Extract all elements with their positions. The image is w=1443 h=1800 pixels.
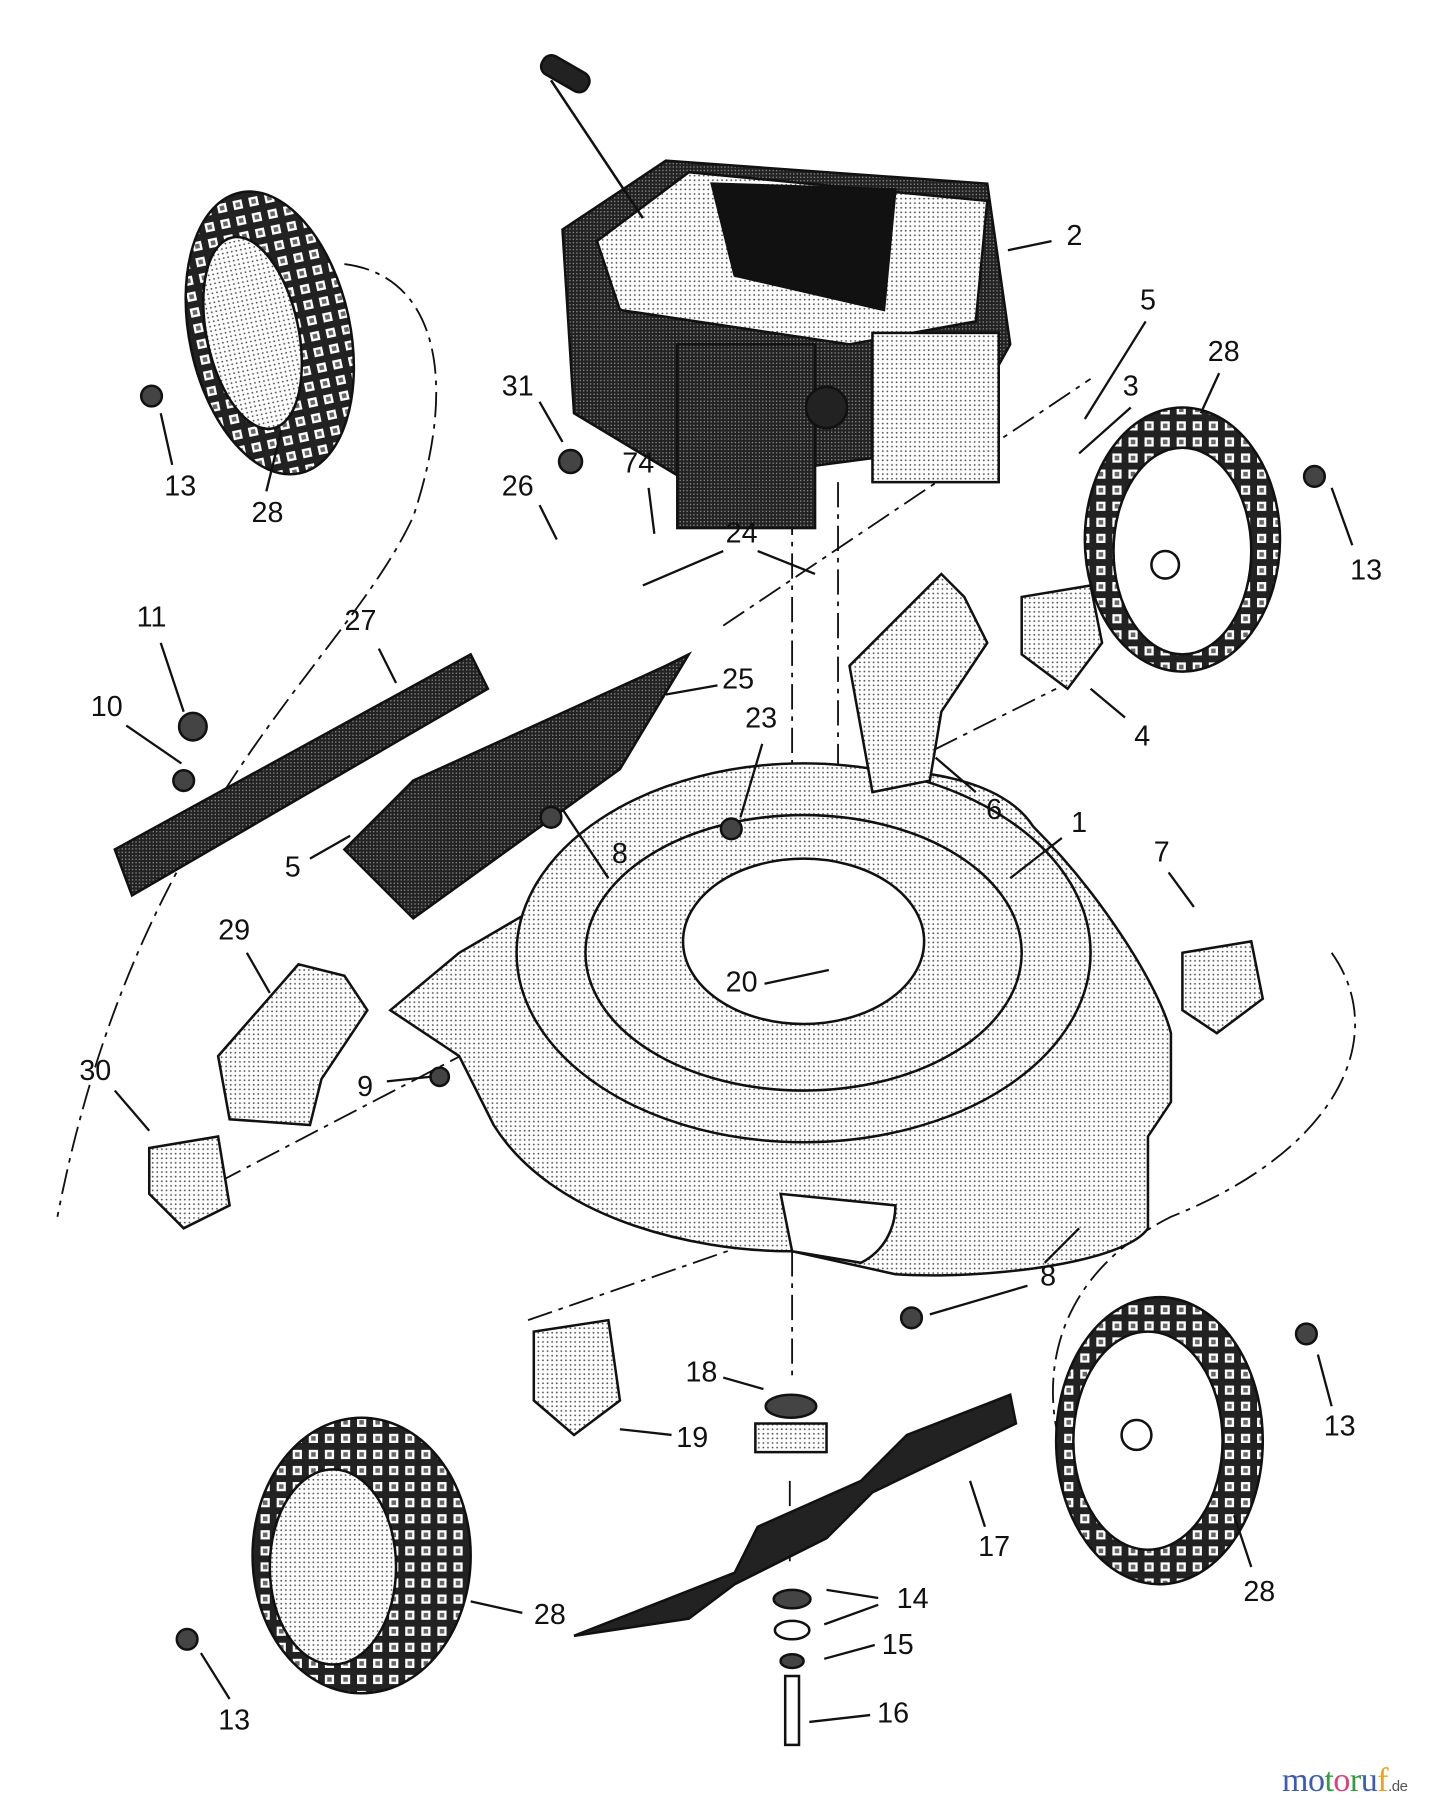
- callout-14: 14: [897, 1583, 929, 1615]
- callout-28: 28: [534, 1599, 566, 1631]
- callout-2: 2: [1067, 220, 1083, 252]
- bolt-16: [783, 1674, 801, 1747]
- mower-deck: [388, 762, 1173, 1277]
- bracket-29: [216, 962, 369, 1127]
- callout-74: 74: [622, 448, 654, 480]
- callout-19: 19: [676, 1422, 708, 1454]
- watermark-text: motoruf: [1282, 1762, 1389, 1799]
- callout-10: 10: [91, 691, 123, 723]
- callout-26: 26: [502, 470, 534, 502]
- wheel-front-right: [1054, 1295, 1265, 1586]
- nut-13: [1302, 464, 1327, 488]
- callout-13: 13: [164, 470, 196, 502]
- callout-30: 30: [79, 1055, 111, 1087]
- callout-20: 20: [726, 966, 758, 998]
- callout-25: 25: [722, 663, 754, 695]
- callout-24: 24: [726, 518, 758, 550]
- assembly-line: [56, 263, 438, 1218]
- adapter-18: [754, 1422, 828, 1454]
- adjuster-7: [1181, 939, 1265, 1035]
- blade-17: [573, 1393, 1018, 1638]
- adjuster-30: [147, 1135, 231, 1230]
- washer-10: [172, 769, 196, 793]
- watermark-letter: t: [1324, 1762, 1334, 1799]
- washer-15: [779, 1652, 805, 1670]
- callout-29: 29: [218, 915, 250, 947]
- callout-9: 9: [357, 1071, 373, 1103]
- watermark-letter: o: [1307, 1762, 1325, 1799]
- nut-13: [139, 384, 164, 408]
- callout-23: 23: [745, 702, 777, 734]
- watermark-letter: m: [1282, 1762, 1308, 1799]
- callout-18: 18: [685, 1357, 717, 1389]
- leader-lines: [113, 239, 1354, 1724]
- watermark-letter: r: [1349, 1762, 1361, 1799]
- callout-5: 5: [285, 852, 301, 884]
- callout-7: 7: [1154, 837, 1170, 869]
- callout-8: 8: [1040, 1260, 1056, 1292]
- nut-23: [719, 817, 743, 841]
- adjuster-19: [532, 1318, 622, 1437]
- callout-4: 4: [1134, 721, 1150, 753]
- callout-13: 13: [218, 1705, 250, 1737]
- callout-15: 15: [882, 1629, 914, 1661]
- callout-13: 13: [1324, 1411, 1356, 1443]
- callout-3: 3: [1123, 371, 1139, 403]
- assembly-line: [217, 378, 1160, 1322]
- callout-1: 1: [1071, 807, 1087, 839]
- nut-13: [175, 1627, 199, 1651]
- callout-16: 16: [877, 1698, 909, 1730]
- watermark-letter: o: [1333, 1762, 1350, 1799]
- nut-8: [539, 805, 563, 829]
- washer-14: [772, 1588, 812, 1610]
- nut-8: [899, 1306, 924, 1330]
- callout-5: 5: [1140, 284, 1156, 316]
- watermark-logo: motoruf.de: [1282, 1762, 1408, 1800]
- callout-13: 13: [1350, 554, 1382, 586]
- callout-31: 31: [502, 371, 534, 403]
- wheel-front-left: [251, 1416, 472, 1695]
- chute-25: [342, 651, 693, 921]
- engine: [539, 53, 1012, 530]
- assembly-line: [1052, 952, 1356, 1470]
- watermark-letter: f: [1377, 1762, 1389, 1799]
- wheel-rear-right: [1083, 406, 1282, 673]
- callout-28: 28: [1243, 1576, 1275, 1608]
- callout-28: 28: [252, 497, 284, 529]
- callout-8: 8: [612, 838, 628, 870]
- watermark-suffix: .de: [1388, 1778, 1408, 1795]
- bolt-31: [557, 448, 584, 475]
- nut-9: [429, 1066, 451, 1088]
- watermark-letter: u: [1360, 1762, 1378, 1799]
- callout-17: 17: [978, 1531, 1010, 1563]
- callout-6: 6: [986, 794, 1002, 826]
- callout-28: 28: [1208, 336, 1240, 368]
- baffle-27: [113, 652, 490, 898]
- bracket-6: [848, 572, 989, 794]
- callout-11: 11: [137, 601, 167, 633]
- adjuster-4: [1020, 584, 1104, 691]
- screw-11: [177, 711, 208, 742]
- nut-13: [1294, 1322, 1318, 1346]
- callout-27: 27: [345, 605, 377, 637]
- wheel-rear-left: [184, 190, 356, 476]
